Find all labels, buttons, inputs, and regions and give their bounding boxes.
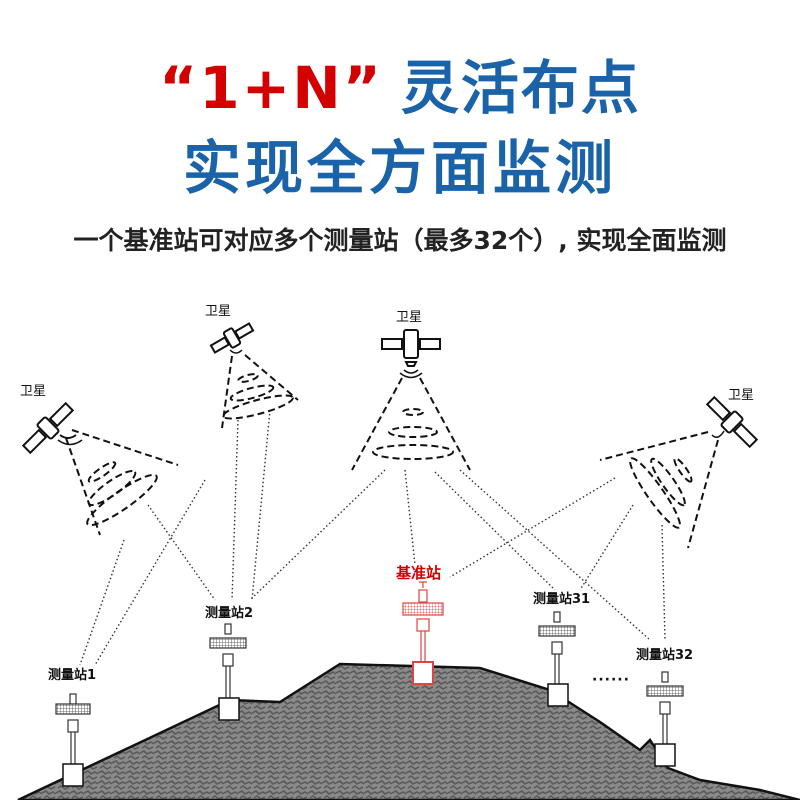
subtitle: 一个基准站可对应多个测量站（最多32个）, 实现全面监测 <box>73 226 727 255</box>
satellite-right <box>599 395 759 549</box>
main-title-line2: 实现全方面监测 <box>182 134 617 202</box>
rover-station-2-label: 测量站2 <box>205 606 254 621</box>
satellite-label-far-left: 卫星 <box>20 384 47 399</box>
rover-station-2 <box>209 623 247 721</box>
main-title-line1: “1+N”灵活布点 <box>0 52 800 124</box>
rover-station-31 <box>538 611 576 707</box>
satellite-label-left: 卫星 <box>205 304 232 319</box>
more-stations-ellipsis: ······ <box>592 672 630 688</box>
signal-lines <box>79 409 666 666</box>
rover-station-1 <box>55 693 91 787</box>
rover-station-31-label: 测量站31 <box>533 592 591 607</box>
base-station-label: 基准站 <box>396 564 442 582</box>
title-highlight-1n: “1+N” <box>159 54 383 122</box>
satellite-left <box>209 322 299 429</box>
satellite-label-right: 卫星 <box>728 388 755 403</box>
rover-station-32-label: 测量站32 <box>636 648 694 663</box>
satellite-label-center: 卫星 <box>396 310 423 325</box>
rover-station-1-label: 测量站1 <box>48 668 97 683</box>
rover-station-32 <box>646 671 684 767</box>
satellite-far-left <box>21 401 179 536</box>
base-station <box>402 581 444 685</box>
mountain <box>17 662 800 800</box>
title-flexible-layout: 灵活布点 <box>400 54 641 122</box>
satellite-center <box>351 329 471 471</box>
